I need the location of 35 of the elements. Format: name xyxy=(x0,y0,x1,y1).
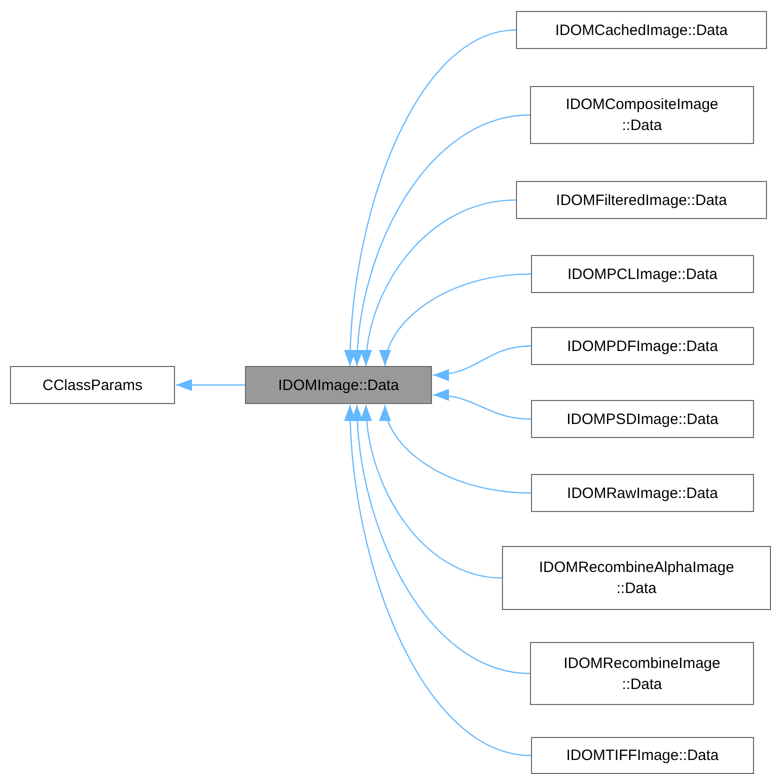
class-name: IDOMCompositeImage ::Data xyxy=(564,95,720,136)
class-box xyxy=(531,327,754,365)
class-name: IDOMTIFFImage::Data xyxy=(566,746,719,766)
inheritance-arrow xyxy=(380,273,532,366)
class-box xyxy=(531,737,754,774)
inheritance-arrow xyxy=(432,390,532,420)
inheritance-arrow xyxy=(360,404,502,579)
inheritance-arrow xyxy=(352,114,530,366)
inheritance-arrow xyxy=(352,404,530,674)
class-name: IDOMRecombineImage ::Data xyxy=(562,654,722,694)
inheritance-arrow xyxy=(176,379,245,391)
class-box xyxy=(531,400,754,438)
class-name: IDOMRawImage::Data xyxy=(567,484,718,504)
inheritance-arrow xyxy=(361,199,516,366)
class-box xyxy=(502,546,771,610)
class-box xyxy=(530,642,754,705)
class-name: CClassParams xyxy=(42,376,143,396)
inheritance-arrow xyxy=(344,29,516,366)
class-box xyxy=(531,474,754,512)
class-name: IDOMPDFImage::Data xyxy=(567,336,718,356)
inheritance-arrow xyxy=(344,404,532,756)
inheritance-arrow xyxy=(380,404,532,494)
class-name: IDOMFilteredImage::Data xyxy=(556,190,727,210)
class-box xyxy=(531,255,754,293)
class-name: IDOMRecombineAlphaImage ::Data xyxy=(538,558,736,599)
highlighted-class-box xyxy=(245,366,432,404)
class-name: IDOMCachedImage::Data xyxy=(555,20,728,40)
class-name: IDOMImage::Data xyxy=(278,376,399,396)
inheritance-arrow xyxy=(432,345,532,380)
class-box xyxy=(530,86,754,144)
class-name: IDOMPSDImage::Data xyxy=(566,410,718,430)
class-box xyxy=(516,11,767,49)
class-box xyxy=(516,181,767,219)
class-box xyxy=(10,366,175,404)
class-name: IDOMPCLImage::Data xyxy=(567,264,718,284)
